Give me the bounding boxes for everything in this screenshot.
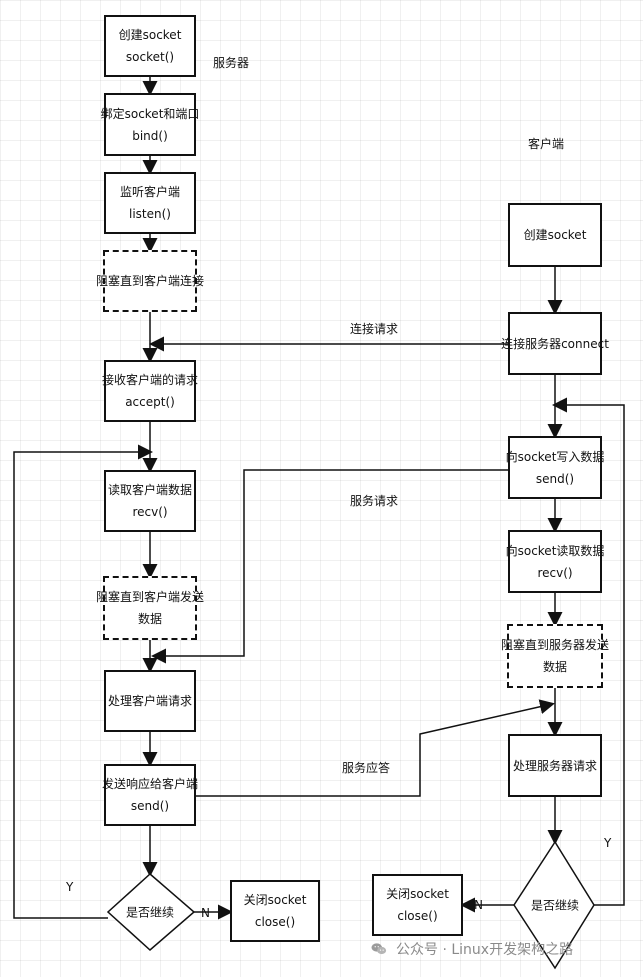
client-create-socket-box: 创建socket	[508, 203, 602, 267]
client-recv-box: 向socket读取数据 recv()	[505, 530, 605, 593]
service-request-line	[151, 469, 508, 664]
client-close-line1: 关闭socket	[386, 887, 449, 901]
server-block-connect-line1: 阻塞直到客户端连接	[96, 274, 205, 288]
client-send-line2: send()	[535, 471, 575, 486]
server-listen-box: 监听客户端 listen()	[104, 172, 196, 234]
client-block-send-line1: 阻塞直到服务器发送	[501, 638, 610, 652]
client-no-label: N	[474, 898, 483, 912]
server-send-line1: 发送响应给客户端	[102, 777, 199, 791]
server-continue-label: 是否继续	[125, 905, 175, 920]
server-listen-line1: 监听客户端	[119, 185, 180, 199]
watermark: 公众号 · Linux开发架构之路	[370, 935, 640, 963]
server-process-line1: 处理客户端请求	[107, 694, 192, 708]
server-block-connect-box: 阻塞直到客户端连接	[96, 250, 204, 312]
client-recv-line1: 向socket读取数据	[505, 543, 605, 558]
client-connect-line1: 连接服务器connect	[501, 336, 609, 351]
service-response-line	[196, 699, 555, 797]
server-process-box: 处理客户端请求	[104, 670, 196, 732]
server-listen-line2: listen()	[129, 207, 171, 221]
client-process-line1: 处理服务器请求	[512, 758, 597, 773]
server-bind-line2: bind()	[132, 128, 168, 143]
server-accept-line1: 接收客户端的请求	[102, 373, 199, 387]
client-create-socket-line1: 创建socket	[523, 228, 587, 242]
server-bind-box: 绑定socket和端口 bind()	[101, 93, 199, 156]
server-no-label: N	[201, 906, 210, 920]
server-create-socket-line1: 创建socket	[118, 28, 182, 42]
server-loop-back-line	[13, 444, 153, 919]
server-accept-box: 接收客户端的请求 accept()	[102, 360, 199, 422]
client-yes-label: Y	[604, 836, 612, 850]
client-recv-line2: recv()	[537, 565, 573, 580]
client-label: 客户端	[528, 137, 565, 151]
server-send-box: 发送响应给客户端 send()	[102, 764, 199, 826]
client-send-box: 向socket写入数据 send()	[505, 436, 605, 499]
server-accept-line2: accept()	[125, 395, 175, 409]
server-create-socket-box: 创建socket socket()	[104, 15, 196, 77]
client-close-line2: close()	[397, 909, 438, 923]
client-connect-box: 连接服务器connect	[501, 312, 609, 375]
server-label: 服务器	[213, 56, 250, 70]
server-close-line1: 关闭socket	[243, 893, 307, 907]
server-block-send-box: 阻塞直到客户端发送 数据	[96, 576, 204, 640]
client-send-line1: 向socket写入数据	[505, 449, 605, 464]
server-close-box: 关闭socket close()	[230, 880, 320, 942]
service-response-label: 服务应答	[342, 761, 391, 775]
server-decision-diamond	[106, 872, 196, 952]
server-close-line2: close()	[254, 915, 296, 929]
connect-request-label: 连接请求	[350, 322, 399, 336]
server-block-send-line2: 数据	[137, 612, 162, 626]
client-continue-label: 是否继续	[530, 898, 580, 913]
server-block-send-line1: 阻塞直到客户端发送	[96, 590, 205, 604]
client-loop-back-line	[552, 397, 625, 906]
client-block-send-box: 阻塞直到服务器发送 数据	[501, 624, 609, 688]
client-process-box: 处理服务器请求	[508, 734, 602, 797]
client-decision-diamond	[513, 840, 595, 970]
service-request-label: 服务请求	[350, 494, 399, 508]
server-recv-line1: 读取客户端数据	[107, 483, 192, 497]
server-bind-line1: 绑定socket和端口	[100, 106, 200, 121]
server-recv-box: 读取客户端数据 recv()	[104, 470, 196, 532]
server-recv-line2: recv()	[132, 505, 168, 519]
wechat-icon	[371, 943, 387, 955]
server-send-line2: send()	[130, 799, 170, 813]
server-yes-label: Y	[66, 880, 74, 894]
client-block-send-line2: 数据	[542, 660, 567, 674]
server-create-socket-line2: socket()	[125, 50, 175, 64]
client-close-box: 关闭socket close()	[372, 874, 463, 936]
watermark-text: 公众号 · Linux开发架构之路	[396, 942, 574, 958]
